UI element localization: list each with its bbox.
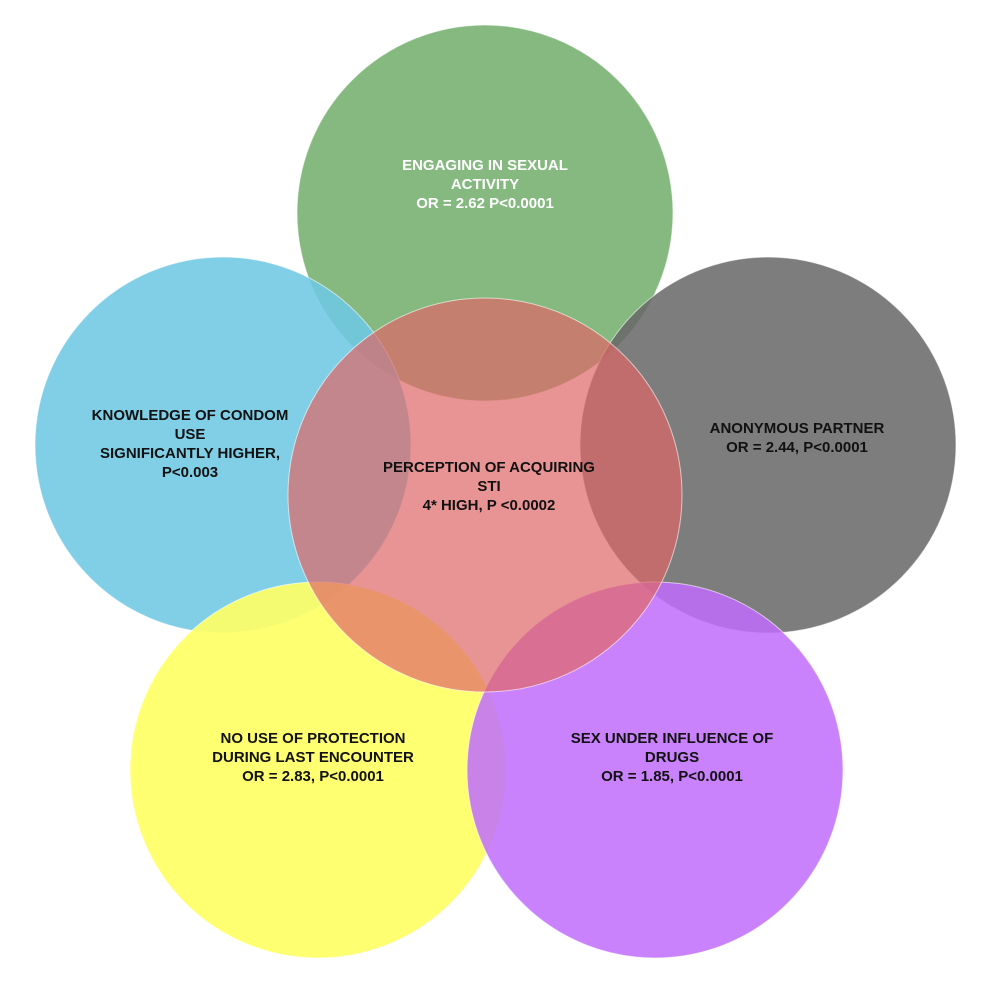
label-line-anonymous-partner-0: ANONYMOUS PARTNER <box>710 420 885 437</box>
label-condom-knowledge: KNOWLEDGE OF CONDOM USE SIGNIFICANTLY HIGH… <box>92 407 289 481</box>
label-line-drugs-0: SEX UNDER INFLUENCE OF <box>571 730 774 747</box>
label-anonymous-partner: ANONYMOUS PARTNER OR = 2.44, P<0.0001 <box>710 420 885 456</box>
label-line-anonymous-partner-1: OR = 2.44, P<0.0001 <box>726 439 868 456</box>
label-line-condom-knowledge-2: SIGNIFICANTLY HIGHER, <box>100 445 280 462</box>
label-line-sexual-activity-1: ACTIVITY <box>451 176 519 193</box>
label-line-sexual-activity-0: ENGAGING IN SEXUAL <box>402 157 568 174</box>
label-line-sexual-activity-2: OR = 2.62 P<0.0001 <box>416 195 554 212</box>
label-line-no-protection-2: OR = 2.83, P<0.0001 <box>242 768 384 785</box>
label-line-drugs-1: DRUGS <box>645 749 699 766</box>
label-no-protection: NO USE OF PROTECTION DURING LAST ENCOUNTE… <box>212 730 414 785</box>
label-line-condom-knowledge-1: USE <box>175 426 206 443</box>
label-line-condom-knowledge-3: P<0.003 <box>162 464 218 481</box>
label-line-perception-sti-2: 4* HIGH, P <0.0002 <box>423 497 556 514</box>
label-perception-sti: PERCEPTION OF ACQUIRING STI 4* HIGH, P <0.… <box>383 459 595 514</box>
label-drugs: SEX UNDER INFLUENCE OF DRUGS OR = 1.85, P<… <box>571 730 774 785</box>
label-line-perception-sti-1: STI <box>477 478 500 495</box>
label-line-no-protection-1: DURING LAST ENCOUNTER <box>212 749 414 766</box>
label-line-drugs-2: OR = 1.85, P<0.0001 <box>601 768 743 785</box>
label-sexual-activity: ENGAGING IN SEXUAL ACTIVITY OR = 2.62 P<0.… <box>402 157 568 212</box>
label-line-no-protection-0: NO USE OF PROTECTION <box>220 730 405 747</box>
circle-perception-sti <box>287 297 683 693</box>
label-line-perception-sti-0: PERCEPTION OF ACQUIRING <box>383 459 595 476</box>
label-line-condom-knowledge-0: KNOWLEDGE OF CONDOM <box>92 407 289 424</box>
